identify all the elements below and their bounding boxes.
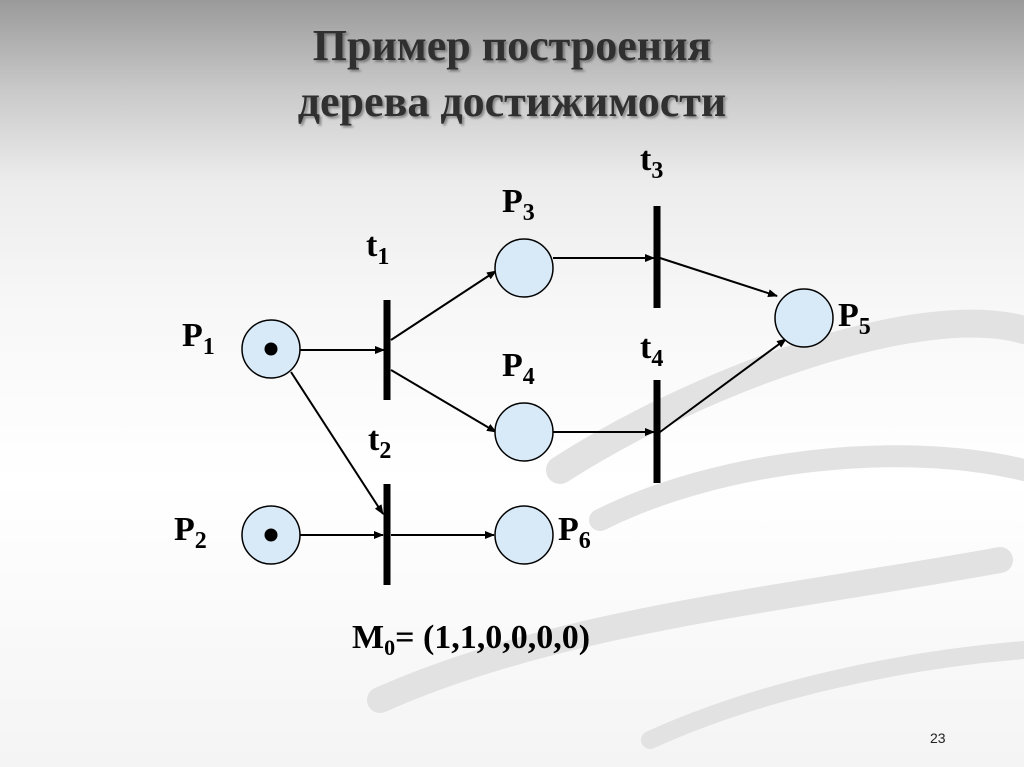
label-transition-t1: t1 <box>366 227 389 270</box>
label-place-p3: P3 <box>502 183 535 226</box>
marking-label: M0= (1,1,0,0,0,0) <box>352 619 590 660</box>
place-p5 <box>774 288 834 348</box>
slide-title: Пример построения дерева достижимости <box>0 18 1024 130</box>
token-p2 <box>264 528 278 542</box>
background-swooshes <box>367 309 1024 749</box>
swoosh-3 <box>367 547 1013 713</box>
swoosh-2 <box>589 445 1024 531</box>
arc-t4-p5 <box>659 338 787 433</box>
label-transition-t4: t4 <box>640 329 663 372</box>
label-transition-t3: t3 <box>640 141 663 184</box>
label-place-p4: P4 <box>502 347 535 390</box>
label-transition-t2: t2 <box>368 421 391 464</box>
swoosh-1 <box>546 309 1024 484</box>
token-p1 <box>264 342 278 356</box>
place-p3 <box>494 238 554 298</box>
arc-t1-p4 <box>390 369 497 433</box>
place-p6 <box>494 505 554 565</box>
place-p4 <box>494 402 554 462</box>
transitions <box>383 206 661 585</box>
places <box>241 238 834 565</box>
label-place-p5: P5 <box>838 297 871 340</box>
title-line-1: Пример построения <box>312 21 712 70</box>
swoosh-4 <box>641 641 1024 749</box>
arc-t1-p3 <box>390 270 497 341</box>
label-place-p1: P1 <box>182 317 215 360</box>
title-line-2: дерева достижимости <box>297 77 727 126</box>
arcs <box>290 254 787 539</box>
label-place-p6: P6 <box>558 511 591 554</box>
slide-number: 23 <box>930 730 946 746</box>
arc-t3-p5 <box>659 257 778 298</box>
arc-p1-t2 <box>290 371 384 515</box>
label-place-p2: P2 <box>174 511 207 554</box>
